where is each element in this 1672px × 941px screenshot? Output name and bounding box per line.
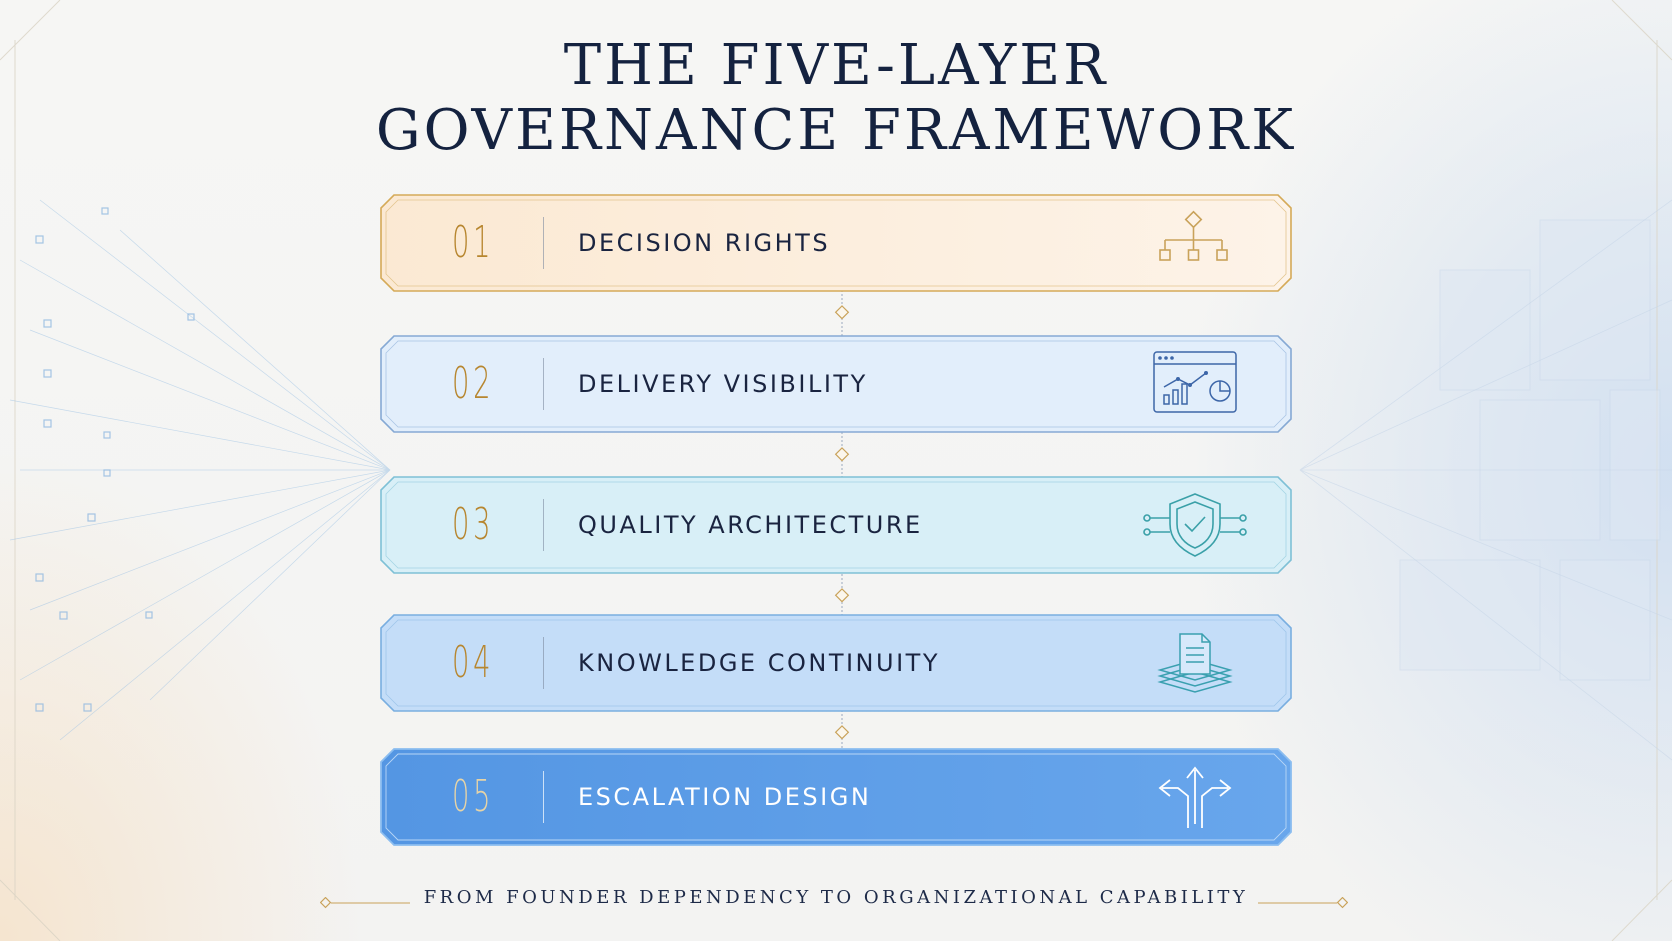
divider [543,358,544,410]
page-title-line2: GOVERNANCE FRAMEWORK [375,98,1297,163]
layer-number: 05 [452,771,495,822]
divider [543,217,544,269]
layer-frame [380,614,1292,712]
shield-check-icon [1143,493,1247,557]
subtitle-rule-right [1258,897,1348,909]
layer-label: ESCALATION DESIGN [578,783,872,811]
connector [834,574,850,618]
divider [543,499,544,551]
layer-number: 03 [452,499,495,550]
page-title-line1: THE FIVE-LAYER [563,33,1109,98]
layer-frame [380,194,1292,292]
layer-label: DELIVERY VISIBILITY [578,370,868,398]
branching-arrows-icon [1158,766,1232,828]
layer-number: 04 [452,637,495,688]
layer-quality-architecture: 03 QUALITY ARCHITECTURE [380,476,1292,574]
connector [834,710,850,756]
layer-number: 02 [452,358,495,409]
layer-number: 01 [452,217,495,268]
layer-delivery-visibility: 02 DELIVERY VISIBILITY [380,335,1292,433]
subtitle: FROM FOUNDER DEPENDENCY TO ORGANIZATIONA… [423,887,1249,908]
dashboard-icon [1153,351,1237,413]
connector [834,290,850,336]
layer-label: KNOWLEDGE CONTINUITY [578,649,940,677]
divider [543,771,544,823]
document-stack-icon [1157,633,1233,693]
layer-frame [380,335,1292,433]
layer-escalation-design: 05 ESCALATION DESIGN [380,748,1292,846]
layer-frame [380,476,1292,574]
subtitle-rule-left [320,897,410,909]
layer-decision-rights: 01 DECISION RIGHTS [380,194,1292,292]
layer-label: QUALITY ARCHITECTURE [578,511,923,539]
divider [543,637,544,689]
hierarchy-icon [1159,210,1228,261]
connector [834,432,850,478]
layer-label: DECISION RIGHTS [578,229,831,257]
layer-knowledge-continuity: 04 KNOWLEDGE CONTINUITY [380,614,1292,712]
layer-frame [380,748,1292,846]
